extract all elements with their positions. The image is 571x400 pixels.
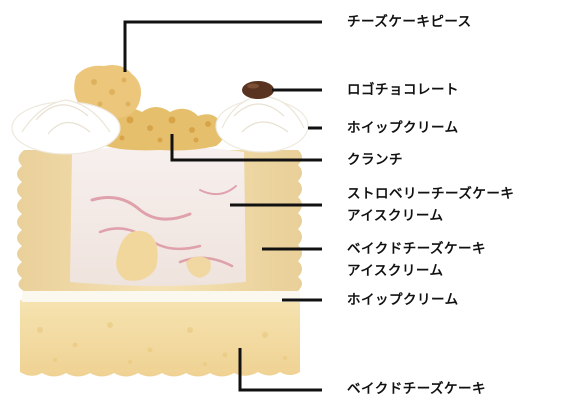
label-whipped-cream-top: ホイップクリーム: [347, 117, 459, 139]
whipped-cream-rosette-right: [215, 95, 309, 153]
label-whipped-cream-mid: ホイップクリーム: [347, 289, 459, 311]
strawberry-ice-core: [70, 146, 246, 286]
leader-line-cheesecake-piece: [123, 20, 322, 72]
label-cheesecake-piece: チーズケーキピース: [347, 11, 472, 33]
whipped-cream-rosette-left: [11, 99, 121, 155]
label-baked-cheesecake: ベイクドチーズケーキ: [347, 378, 486, 400]
label-strawberry-ice: ストロベリーチーズケーキ アイスクリーム: [347, 183, 514, 227]
label-crunch-text: クランチ: [347, 152, 403, 168]
label-chocolate-text: ロゴチョコレート: [347, 82, 459, 98]
label-baked-cheese-ice-line1: ベイクドチーズケーキ: [347, 241, 487, 257]
label-baked-cheese-ice: ベイクドチーズケーキ アイスクリーム: [347, 238, 486, 282]
label-crunch: クランチ: [347, 149, 403, 171]
leader-lines: [123, 20, 322, 392]
label-whipped-cream-mid-text: ホイップクリーム: [347, 292, 459, 308]
label-baked-cheesecake-text: ベイクドチーズケーキ: [347, 381, 487, 397]
logo-chocolate: [242, 81, 274, 99]
baked-cheesecake-layer: [20, 300, 300, 377]
leader-line-baked-cheesecake: [238, 348, 322, 392]
logo-chocolate-shine: [247, 83, 259, 89]
crunch-crumbs: [109, 116, 211, 143]
label-baked-cheese-ice-line2: アイスクリーム: [347, 263, 444, 279]
label-strawberry-ice-line2: アイスクリーム: [347, 208, 444, 224]
cheesecake-chunk-small: [186, 256, 211, 278]
leader-line-crunch: [170, 134, 322, 162]
label-strawberry-ice-line1: ストロベリーチーズケーキ: [347, 186, 515, 202]
cake-illustration: [11, 65, 309, 377]
label-whipped-cream-top-text: ホイップクリーム: [347, 120, 459, 136]
whipped-cream-middle-layer: [22, 290, 300, 302]
crunch-layer: [92, 107, 224, 151]
sponge-texture: [37, 322, 287, 366]
label-chocolate: ロゴチョコレート: [347, 79, 459, 101]
label-cheesecake-piece-text: チーズケーキピース: [347, 14, 472, 30]
cheesecake-piece-texture: [91, 77, 131, 107]
cheesecake-chunk: [116, 230, 158, 281]
